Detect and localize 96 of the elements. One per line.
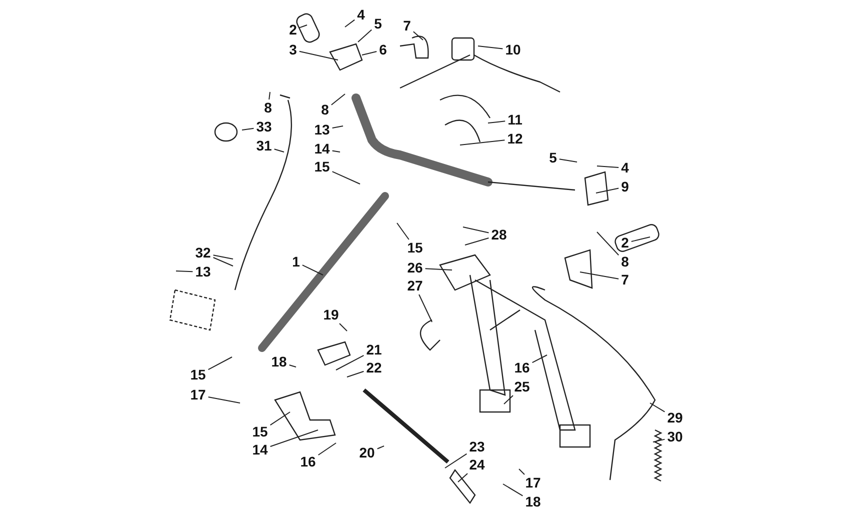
- leader-line: [302, 264, 324, 276]
- leader-line: [346, 370, 364, 378]
- leader-line: [458, 473, 468, 482]
- leader-line: [362, 51, 378, 56]
- callout-number: 14: [251, 442, 269, 458]
- callout-number: 12: [506, 132, 524, 146]
- callout-number: 5: [548, 150, 558, 166]
- leader-line: [332, 126, 344, 128]
- callout-number: 30: [666, 430, 684, 444]
- callout-number: 15: [406, 240, 424, 256]
- leader-line: [208, 356, 232, 370]
- leader-line: [332, 171, 360, 184]
- callout-number: 14: [313, 142, 331, 156]
- callout-number: 17: [189, 388, 207, 402]
- leader-line: [504, 395, 514, 404]
- leader-line: [344, 19, 356, 28]
- callout-number: 20: [358, 446, 376, 460]
- leader-line: [478, 46, 504, 50]
- callout-number: 21: [365, 342, 383, 358]
- leader-line: [460, 140, 506, 146]
- leader-line: [208, 396, 240, 404]
- callout-number: 4: [356, 8, 366, 22]
- callout-number: 25: [513, 380, 531, 394]
- callout-number: 8: [263, 100, 273, 116]
- leader-line: [488, 120, 506, 124]
- leader-line: [462, 226, 490, 234]
- callout-number: 8: [320, 102, 330, 118]
- callout-number: 2: [288, 22, 298, 38]
- callout-number: 3: [288, 42, 298, 58]
- leader-line: [650, 402, 666, 412]
- callout-number: 15: [189, 368, 207, 382]
- leader-line: [652, 438, 666, 442]
- leader-line: [318, 442, 336, 456]
- callout-number: 2: [620, 236, 630, 250]
- callout-number: 9: [620, 180, 630, 194]
- callout-number: 13: [194, 264, 212, 280]
- leader-line: [418, 294, 432, 322]
- leader-line: [396, 222, 410, 240]
- leader-line: [332, 150, 340, 152]
- callout-number: 5: [373, 16, 383, 32]
- leader-line: [339, 323, 348, 332]
- callout-number: 33: [255, 120, 273, 134]
- callout-number: 13: [313, 122, 331, 138]
- callout-number: 26: [406, 260, 424, 276]
- callout-number: 31: [255, 138, 273, 154]
- leader-line: [518, 468, 525, 475]
- leader-line: [412, 31, 424, 40]
- leader-line: [298, 50, 338, 60]
- callout-number: 28: [490, 228, 508, 242]
- callout-number: 8: [620, 254, 630, 270]
- leader-line: [330, 94, 346, 106]
- callout-number: 7: [402, 18, 412, 34]
- callout-number: 18: [524, 494, 542, 510]
- callout-number: 29: [666, 410, 684, 426]
- leader-line: [212, 257, 234, 266]
- callout-number: 15: [251, 424, 269, 440]
- leader-line: [558, 158, 578, 162]
- leader-line: [464, 238, 490, 246]
- callout-number: 19: [322, 308, 340, 322]
- leader-line: [358, 29, 372, 42]
- callout-number: 27: [406, 278, 424, 294]
- callout-number: 4: [620, 160, 630, 176]
- leader-line: [502, 484, 524, 496]
- leader-line: [242, 128, 254, 130]
- leader-line: [274, 148, 284, 152]
- callout-number: 23: [468, 440, 486, 454]
- callout-number: 18: [270, 354, 288, 370]
- callout-number: 10: [504, 42, 522, 58]
- leader-line: [630, 236, 650, 242]
- callout-number: 24: [468, 458, 486, 472]
- callout-number: 6: [378, 42, 388, 58]
- leader-line: [270, 430, 318, 447]
- leader-line: [270, 412, 290, 426]
- leader-line: [288, 364, 296, 368]
- callout-number: 7: [620, 272, 630, 288]
- callout-number: 11: [506, 112, 524, 128]
- leader-line: [336, 354, 364, 370]
- callout-number: 15: [313, 160, 331, 174]
- callout-number: 22: [365, 360, 383, 376]
- callout-number: 1: [291, 254, 301, 270]
- leader-line: [376, 446, 384, 450]
- callout-number: 16: [299, 454, 317, 470]
- leader-line: [212, 254, 234, 260]
- leader-line: [580, 272, 620, 280]
- leader-line: [596, 232, 620, 256]
- leader-line: [532, 354, 548, 364]
- leader-line: [298, 24, 308, 28]
- leader-line: [176, 270, 194, 272]
- leader-line: [596, 166, 620, 168]
- callout-number: 16: [513, 360, 531, 376]
- leader-line: [268, 92, 270, 100]
- leader-line: [596, 188, 620, 194]
- leader-line: [444, 453, 468, 468]
- callout-number: 32: [194, 246, 212, 260]
- leader-line: [424, 268, 452, 270]
- callout-number: 17: [524, 476, 542, 490]
